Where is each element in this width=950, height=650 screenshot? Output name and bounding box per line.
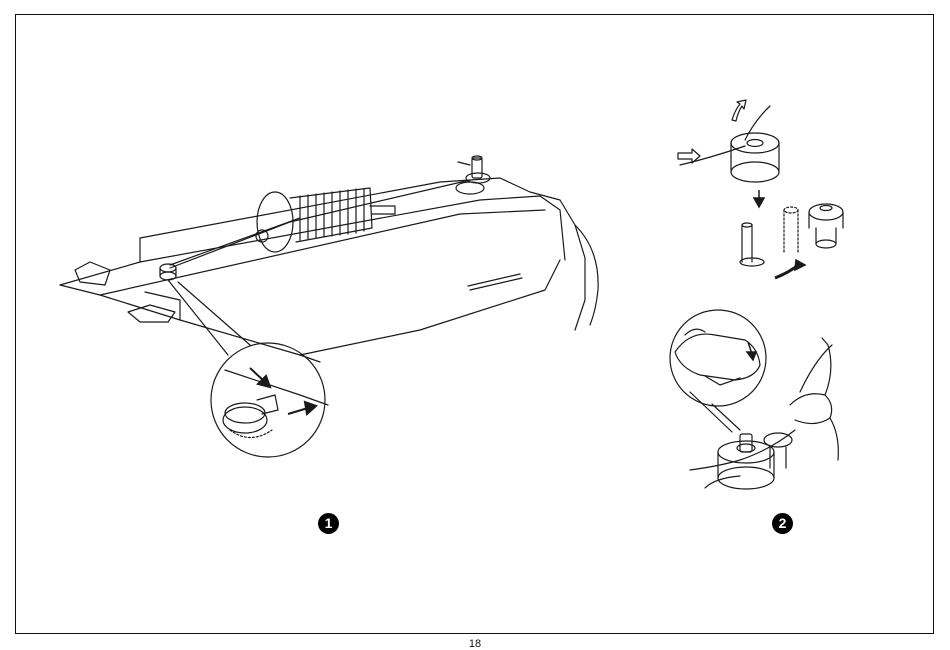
page-number: 18 <box>450 638 500 650</box>
step-2-marker: 2 <box>772 513 793 534</box>
step-1-marker: 1 <box>318 513 339 534</box>
